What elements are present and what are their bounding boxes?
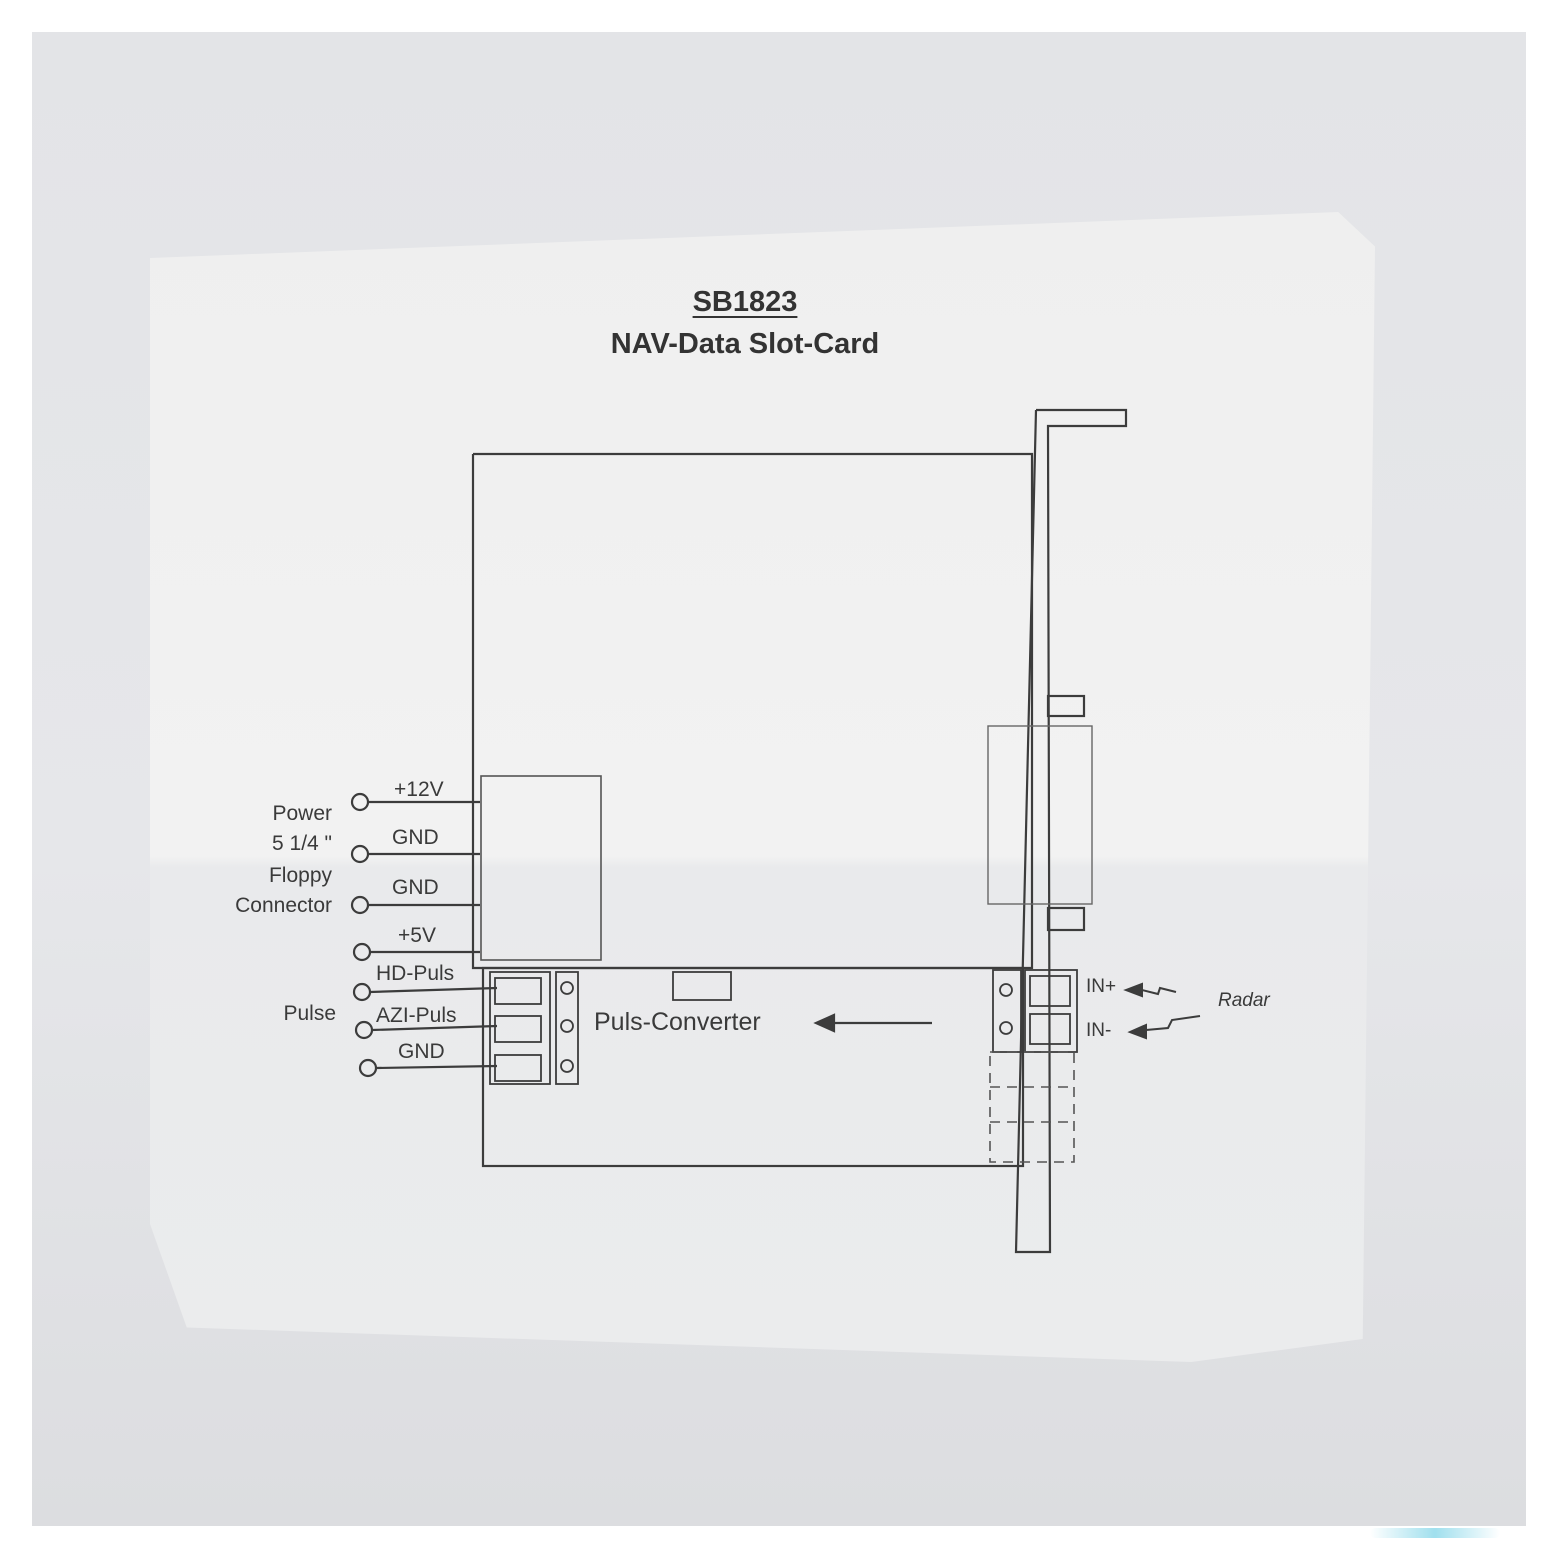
label-size: 5 1/4 " [272, 832, 332, 855]
paper-sheet [150, 212, 1375, 1362]
floppy-power-connector [480, 775, 602, 961]
label-connector: Connector [235, 894, 332, 917]
label-power: Power [272, 802, 332, 825]
pin-label-5v: +5V [398, 924, 436, 947]
radar-label: Radar [1218, 990, 1270, 1011]
radar-terminal-block [992, 969, 1078, 1053]
pulse-terminal-block [489, 971, 579, 1085]
watermark-logo [1370, 1528, 1500, 1538]
slot-bracket [1014, 408, 1128, 1254]
pcb-outline [471, 452, 1034, 970]
diagram-title: SB1823 [692, 286, 798, 318]
pin-label-gnd-1: GND [392, 826, 439, 849]
label-pulse: Pulse [283, 1002, 336, 1025]
power-pin-wires [350, 792, 480, 962]
bracket-tab-top [1046, 694, 1086, 718]
converter-label: Puls-Converter [594, 1008, 761, 1036]
label-floppy: Floppy [268, 864, 332, 887]
pin-label-azi-puls: AZI-Puls [376, 1004, 457, 1027]
converter-chip [672, 971, 732, 1001]
pin-label-12v: +12V [394, 778, 444, 801]
dashed-expansion-terminal [989, 1051, 1075, 1163]
converter-board [481, 966, 1025, 1168]
pin-label-hd-puls: HD-Puls [376, 962, 455, 985]
converter-arrow [813, 1013, 932, 1033]
radar-input-arrows [1123, 982, 1201, 1040]
bracket-connector-d-sub [987, 725, 1093, 905]
pin-label-gnd-2: GND [392, 876, 439, 899]
diagram-subtitle: NAV-Data Slot-Card [610, 328, 880, 360]
radar-input-minus: IN- [1086, 1020, 1112, 1041]
pin-label-gnd-3: GND [398, 1040, 445, 1063]
bracket-tab-bottom [1046, 906, 1086, 932]
radar-input-plus: IN+ [1086, 976, 1117, 997]
pulse-pin-wires [352, 982, 498, 1078]
